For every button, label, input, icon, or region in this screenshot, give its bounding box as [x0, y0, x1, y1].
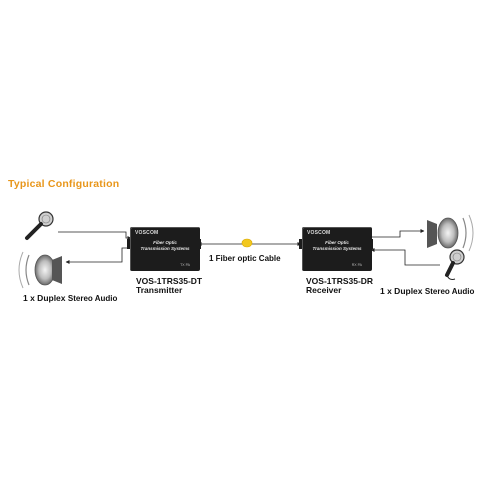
left-mic-to-transmitter-line	[58, 231, 132, 240]
page-title: Typical Configuration	[8, 178, 120, 190]
right-audio-caption-main: 1 x Duplex	[380, 286, 423, 296]
fiber-connector-dot-icon	[241, 238, 253, 248]
receiver-indicator: RX PA	[351, 263, 362, 267]
receiver-left-mount	[299, 239, 304, 249]
transmitter-indicator: TX PA	[180, 263, 190, 267]
left-audio-caption-small: Stereo Audio	[67, 294, 118, 303]
receiver-brand: VOSCOM	[307, 230, 331, 236]
transmitter-to-left-speaker-line	[65, 247, 131, 264]
left-audio-caption-main: 1 x Duplex	[23, 293, 66, 303]
receiver-to-right-speaker-line	[371, 229, 425, 238]
right-microphone-icon	[445, 249, 465, 280]
transmitter-line2: Transmission Systems	[140, 246, 190, 251]
right-speaker-icon	[427, 214, 474, 252]
receiver-line1: Fiber Optic	[325, 240, 349, 245]
right-audio-caption-small: Stereo Audio	[424, 287, 475, 296]
transmitter-line1: Fiber Optic	[153, 240, 177, 245]
fiber-cable-label: 1 Fiber optic Cable	[209, 254, 281, 263]
receiver-model-label: VOS-1TRS35-DR	[306, 276, 374, 286]
transmitter-brand: VOSCOM	[135, 230, 159, 236]
receiver-role-label: Receiver	[306, 285, 342, 295]
left-audio-caption: 1 x Duplex Stereo Audio	[23, 293, 118, 304]
transmitter-left-mount	[127, 239, 132, 249]
transmitter-model-label: VOS-1TRS35-DT	[136, 276, 203, 286]
right-audio-caption: 1 x Duplex Stereo Audio	[380, 286, 475, 297]
left-speaker-icon	[18, 251, 62, 289]
transmitter-role-label: Transmitter	[136, 285, 183, 295]
receiver-line2: Transmission Systems	[312, 246, 362, 251]
receiver-device: VOSCOM Fiber Optic Transmission Systems …	[302, 227, 372, 271]
transmitter-device: VOSCOM Fiber Optic Transmission Systems …	[130, 227, 200, 271]
left-microphone-icon	[25, 211, 54, 240]
right-mic-to-receiver-line	[370, 248, 440, 266]
